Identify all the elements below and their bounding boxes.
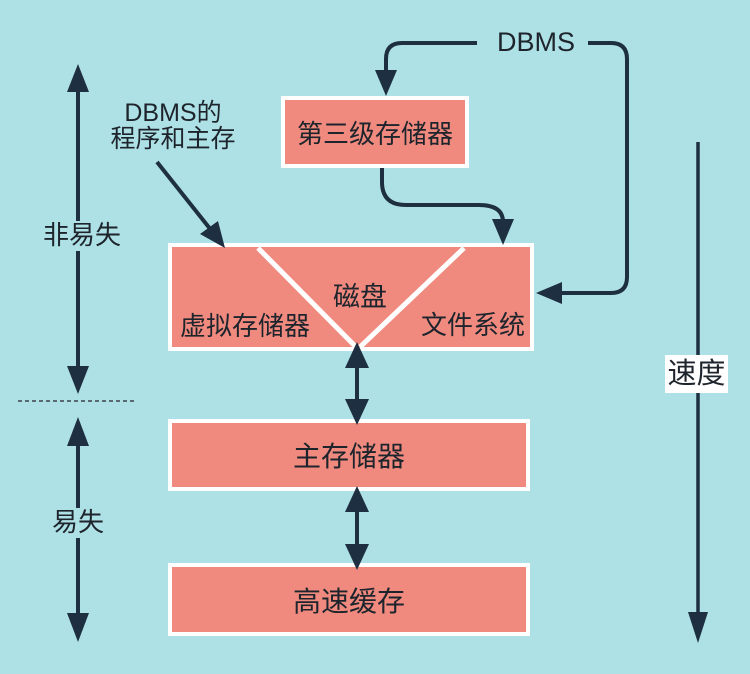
disk-label: 磁盘 <box>333 282 387 312</box>
arrowheads <box>67 64 708 643</box>
tertiary-storage-label: 第三级存储器 <box>296 118 453 149</box>
virtual-storage-label: 虚拟存储器 <box>179 311 310 341</box>
speed-label: 速度 <box>665 355 728 393</box>
dbms-label: DBMS <box>496 27 575 57</box>
main-memory-box: 主存储器 <box>168 419 530 491</box>
disk-box <box>168 243 534 351</box>
cache-label: 高速缓存 <box>292 585 405 617</box>
cache-box: 高速缓存 <box>168 563 530 636</box>
dbms-to-disk-arrow <box>560 41 629 295</box>
dbms-program-line2: 程序和主存 <box>110 125 236 153</box>
tertiary-storage-box: 第三级存储器 <box>281 96 469 168</box>
disk-partition-lines <box>256 246 466 349</box>
tertiary-to-disk-arrow <box>380 168 505 223</box>
dbms-program-label: DBMS的 程序和主存 <box>85 100 261 152</box>
dbms-program-line1: DBMS的 <box>124 99 222 127</box>
dbms-to-tertiary-arrow <box>384 41 477 73</box>
file-system-label: 文件系统 <box>420 310 525 340</box>
main-memory-label: 主存储器 <box>292 441 405 472</box>
program-pointer-arrow <box>155 160 213 232</box>
non-volatile-label: 非易失 <box>40 221 124 251</box>
volatile-label: 易失 <box>50 507 106 538</box>
